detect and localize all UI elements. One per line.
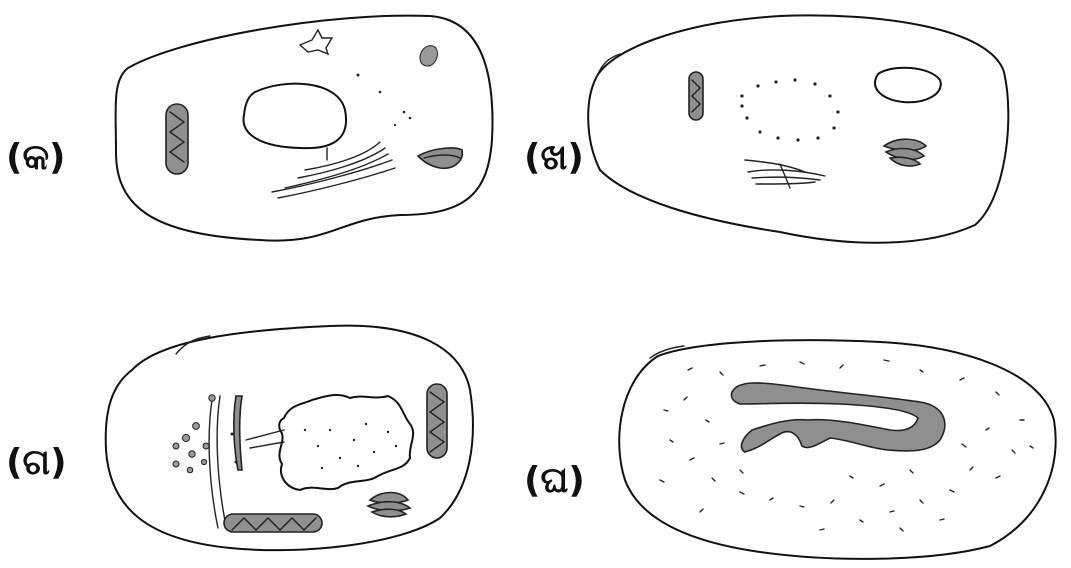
cell-b-membrane (588, 15, 1008, 242)
panel-label-c: (ଗ) (6, 445, 67, 481)
cell-c-golgi (368, 493, 410, 517)
cell-d (619, 340, 1055, 559)
cell-c-mitochondrion-bottom (224, 514, 322, 532)
cell-b (588, 15, 1008, 242)
cell-a (116, 16, 493, 241)
panel-label-d: (ଘ) (524, 463, 585, 499)
cell-b-mitochondrion (689, 72, 703, 120)
cell-b-vacuole (875, 68, 941, 103)
cell-a-mitochondrion (166, 104, 188, 174)
panel-label-a: (କ) (6, 140, 66, 176)
cell-d-membrane (619, 340, 1055, 559)
cell-c-mitochondrion-right (427, 384, 447, 458)
cell-c (106, 326, 473, 551)
cell-a-nucleus (244, 84, 347, 149)
panel-label-b: (ଖ) (524, 140, 584, 176)
